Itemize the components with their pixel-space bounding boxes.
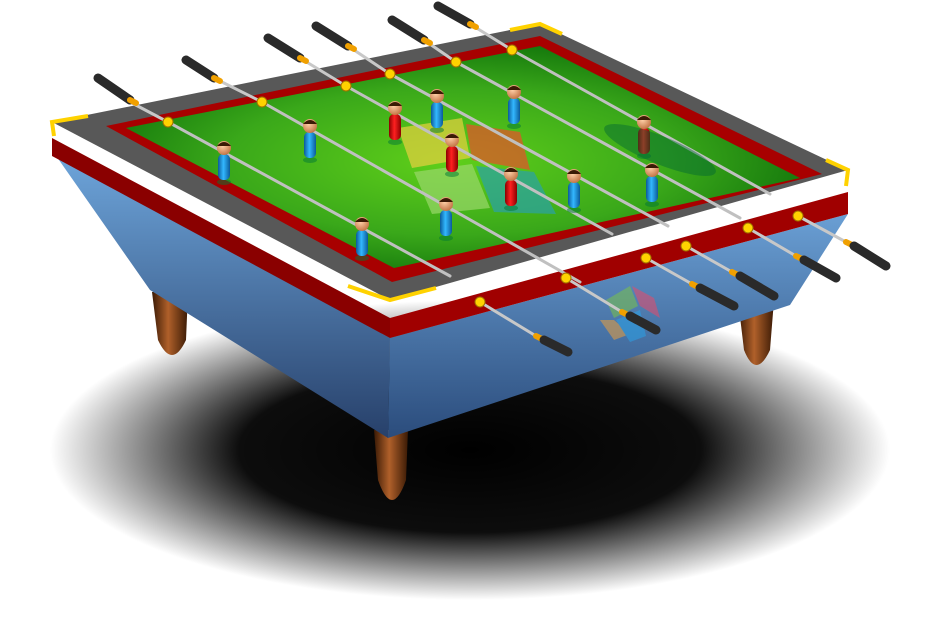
corner-front <box>347 284 437 303</box>
table-shadow <box>50 300 890 600</box>
rod-2 <box>181 55 582 284</box>
corner-brackets <box>49 21 851 303</box>
near-handle-3 <box>644 256 739 311</box>
frame-left-side-red <box>52 138 390 338</box>
rod-5 <box>387 15 742 220</box>
player-red <box>445 133 459 177</box>
body-logo <box>600 286 660 342</box>
corner-right <box>825 158 851 187</box>
player-red <box>504 167 518 211</box>
near-handle-2 <box>564 276 661 335</box>
player-blue <box>430 89 444 133</box>
corner-back <box>509 21 563 36</box>
player-blue <box>217 141 231 185</box>
player-blue <box>355 217 369 261</box>
frame-right-side-red <box>390 192 848 338</box>
player-red <box>637 115 651 159</box>
player-blue <box>645 163 659 207</box>
leg-front <box>374 430 408 500</box>
rod-holes <box>162 44 804 308</box>
near-handle-6 <box>796 214 891 271</box>
player-blue <box>439 197 453 241</box>
player-red <box>388 101 402 145</box>
rods <box>93 1 891 357</box>
near-handle-4 <box>684 244 779 301</box>
corner-left <box>49 114 89 137</box>
player-blue <box>303 119 317 163</box>
rod-1 <box>93 73 452 278</box>
near-handle-5 <box>746 226 841 283</box>
frame-sides <box>52 138 848 338</box>
players <box>217 85 659 261</box>
near-handle-1 <box>478 300 573 357</box>
player-blue <box>507 85 521 129</box>
body-left-side <box>52 150 390 438</box>
field-shadow-spot <box>604 124 716 176</box>
player-blue <box>567 169 581 213</box>
